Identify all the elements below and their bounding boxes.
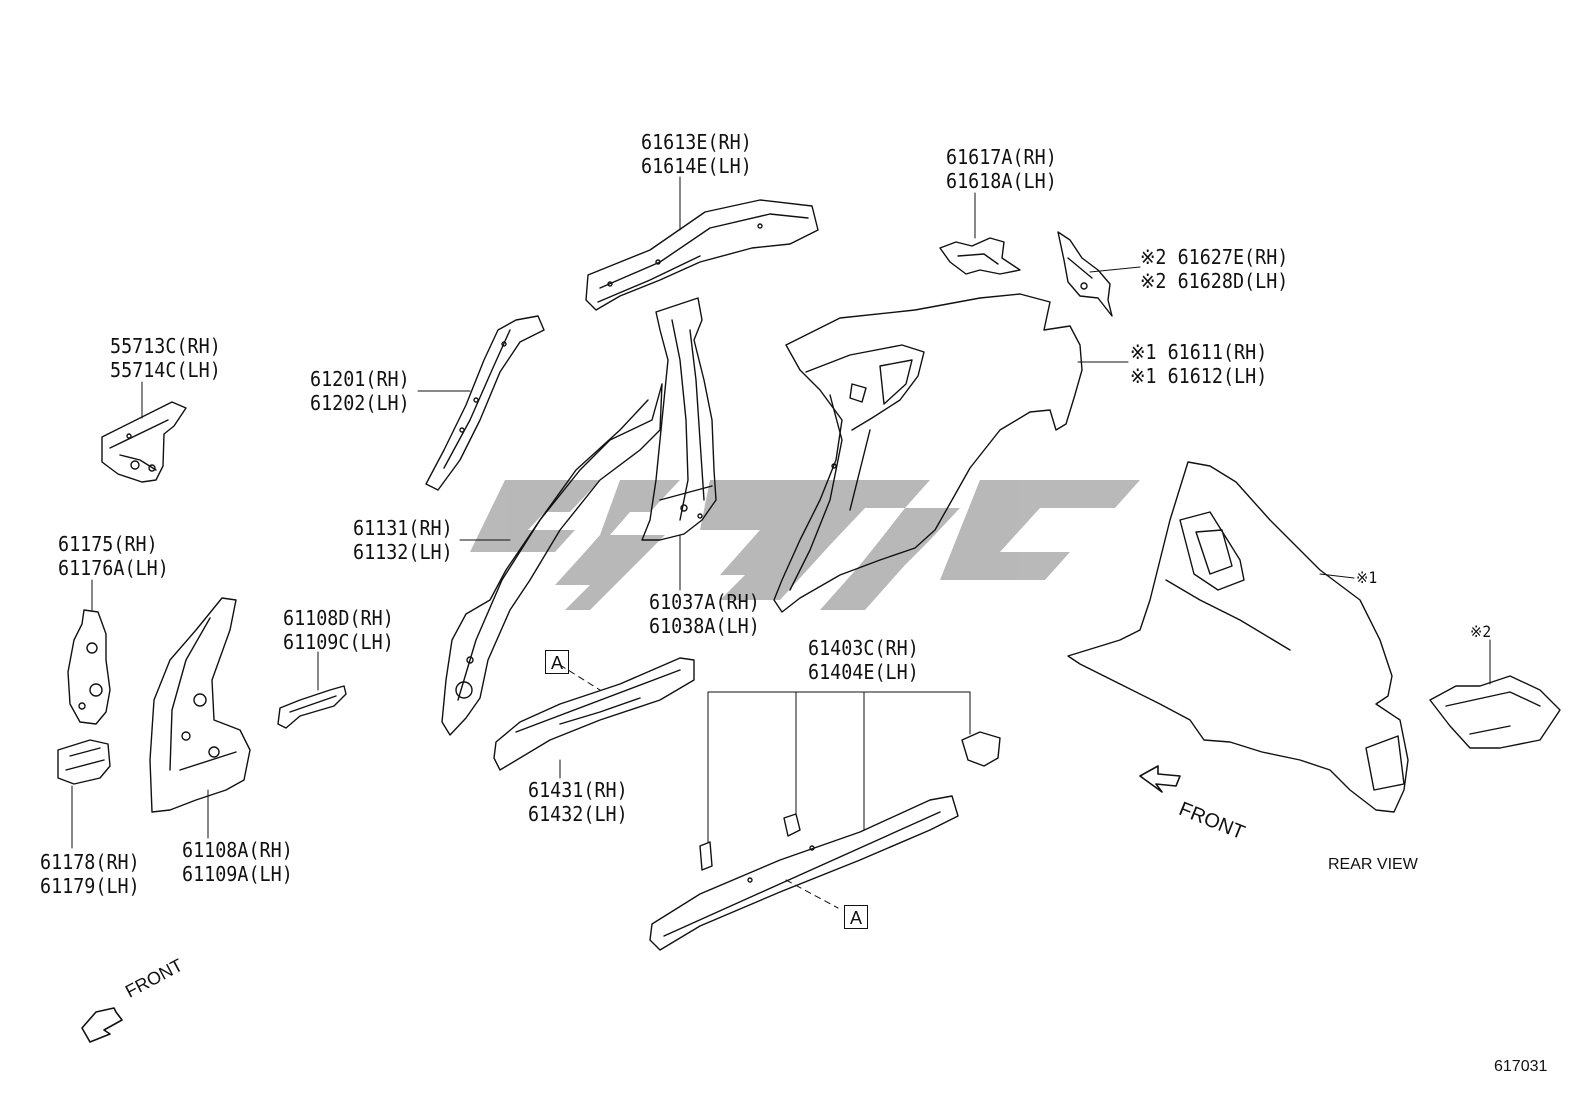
label-61617: 61617A(RH)61618A(LH) <box>946 145 1057 193</box>
marker-1-rear: ※1 <box>1356 568 1378 587</box>
part-61175-bracket[interactable] <box>67 609 111 725</box>
part-rear-view-bracket[interactable] <box>1429 675 1561 749</box>
label-61611: ※1 61611(RH)※1 61612(LH) <box>1130 340 1268 388</box>
part-61627-bracket[interactable] <box>1057 231 1113 317</box>
part-61131-inner-pillar[interactable] <box>441 383 663 736</box>
front-arrow-icon <box>81 1007 123 1043</box>
leader-lines <box>71 176 1491 909</box>
label-61175: 61175(RH)61176A(LH) <box>58 532 169 580</box>
front-arrow-rear-icon <box>1139 765 1181 793</box>
label-55713: 55713C(RH)55714C(LH) <box>110 334 221 382</box>
marker-2-rear: ※2 <box>1470 622 1492 641</box>
rear-view-label: REAR VIEW <box>1328 856 1418 873</box>
label-61037: 61037A(RH)61038A(LH) <box>649 590 760 638</box>
part-61617-bracket[interactable] <box>939 237 1021 275</box>
label-61178: 61178(RH)61179(LH) <box>40 850 140 898</box>
marker-a-bottom: A <box>844 905 868 929</box>
part-61201-pillar[interactable] <box>425 315 545 491</box>
label-61108d: 61108D(RH)61109C(LH) <box>283 606 394 654</box>
part-61178-block[interactable] <box>57 739 111 785</box>
part-61403-rocker-inner[interactable] <box>649 731 1001 951</box>
part-61431-rocker[interactable] <box>493 657 695 771</box>
marker-a-top: A <box>545 650 569 674</box>
label-61131: 61131(RH)61132(LH) <box>353 516 453 564</box>
label-61201: 61201(RH)61202(LH) <box>310 367 410 415</box>
part-61108d-bracket[interactable] <box>277 685 347 729</box>
part-61611-quarter-panel[interactable] <box>773 293 1083 613</box>
label-61108a: 61108A(RH)61109A(LH) <box>182 838 293 886</box>
part-61108a-front-pillar[interactable] <box>149 597 251 813</box>
label-61627: ※2 61627E(RH)※2 61628D(LH) <box>1140 245 1289 293</box>
part-61613-roof-side-rail[interactable] <box>585 199 819 311</box>
part-55713-bracket[interactable] <box>101 401 187 483</box>
part-rear-view-quarter-panel[interactable] <box>1067 461 1409 813</box>
part-61037-center-pillar[interactable] <box>641 297 717 541</box>
watermark-logo <box>470 480 1140 610</box>
label-61613: 61613E(RH)61614E(LH) <box>641 130 752 178</box>
label-61403: 61403C(RH)61404E(LH) <box>808 636 919 684</box>
label-61431: 61431(RH)61432(LH) <box>528 778 628 826</box>
diagram-id: 617031 <box>1494 1058 1548 1075</box>
